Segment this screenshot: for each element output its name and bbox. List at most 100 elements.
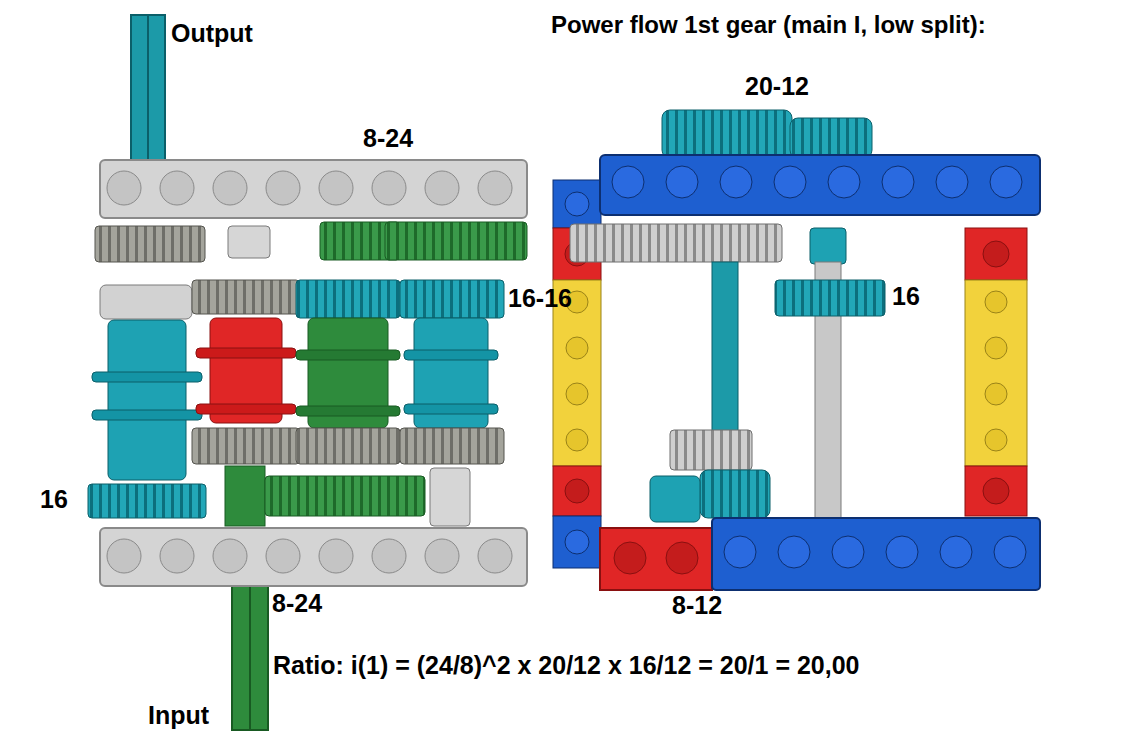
gear <box>775 280 885 316</box>
gear <box>265 476 425 516</box>
clutch-disc <box>404 404 498 414</box>
stud <box>425 171 459 205</box>
beam <box>600 155 1040 215</box>
bushing <box>100 285 192 319</box>
axle-groove <box>147 15 149 165</box>
stud <box>985 429 1007 451</box>
clutch-disc <box>296 406 400 416</box>
stud <box>478 171 512 205</box>
bushing <box>810 228 846 264</box>
stud <box>994 536 1026 568</box>
stud <box>983 478 1009 504</box>
stud <box>372 539 406 573</box>
bushing <box>430 468 470 526</box>
stud <box>107 171 141 205</box>
stud <box>160 171 194 205</box>
brick <box>553 516 601 568</box>
input-axle <box>232 580 268 730</box>
gear <box>385 222 527 260</box>
stud <box>886 536 918 568</box>
gear <box>700 470 770 518</box>
clutch-disc <box>196 348 296 358</box>
stud <box>985 383 1007 405</box>
stud <box>213 539 247 573</box>
stud <box>985 291 1007 313</box>
stud <box>985 337 1007 359</box>
gear <box>662 110 792 158</box>
ratio-formula: Ratio: i(1) = (24/8)^2 x 20/12 x 16/12 =… <box>273 652 860 680</box>
gear-ratio-label: 8-24 <box>272 590 322 618</box>
gear <box>790 118 872 158</box>
brick <box>600 528 712 590</box>
beam <box>965 280 1027 466</box>
bushing <box>228 226 270 258</box>
gear <box>192 428 300 464</box>
shaft-label: Output <box>171 20 253 48</box>
stud <box>425 539 459 573</box>
stud <box>828 166 860 198</box>
gear <box>88 484 206 518</box>
stud <box>724 536 756 568</box>
stud <box>566 337 588 359</box>
gear <box>296 280 400 318</box>
beam <box>100 160 527 218</box>
stud <box>774 166 806 198</box>
gear-ratio-label: 8-24 <box>363 125 413 153</box>
stud <box>478 539 512 573</box>
clutch-cylinder <box>108 320 186 480</box>
stud <box>319 539 353 573</box>
gear <box>296 428 400 464</box>
stud <box>832 536 864 568</box>
clutch-disc <box>92 372 202 382</box>
stud <box>983 241 1009 267</box>
stud <box>213 171 247 205</box>
clutch-disc <box>296 350 400 360</box>
gear <box>95 226 205 262</box>
gear-ratio-label: 16-16 <box>508 285 572 313</box>
brick <box>965 228 1027 280</box>
brick <box>965 466 1027 516</box>
stud <box>565 530 589 554</box>
stud <box>566 429 588 451</box>
stud <box>990 166 1022 198</box>
stud <box>565 479 589 503</box>
stud <box>372 171 406 205</box>
axle-groove <box>249 580 251 730</box>
gear-ratio-label: 20-12 <box>745 73 809 101</box>
diagram-title: Power flow 1st gear (main I, low split): <box>551 12 986 38</box>
stud <box>107 539 141 573</box>
stud <box>319 171 353 205</box>
stud <box>565 192 589 216</box>
gear-ratio-label: 8-12 <box>672 592 722 620</box>
clutch-disc <box>404 350 498 360</box>
axle <box>225 466 265 526</box>
stud <box>266 171 300 205</box>
brick <box>553 180 601 228</box>
stud <box>566 383 588 405</box>
gear <box>670 430 752 470</box>
stud <box>666 542 698 574</box>
gear <box>400 280 504 318</box>
gear <box>192 280 300 314</box>
gear <box>400 428 504 464</box>
stud <box>666 166 698 198</box>
gear-teeth-label: 16 <box>892 283 920 311</box>
shaft-label: Input <box>148 702 209 730</box>
clutch-disc <box>92 410 202 420</box>
beam <box>712 518 1040 590</box>
output-axle <box>131 15 165 165</box>
gear <box>570 224 782 262</box>
gear <box>650 476 700 522</box>
brick <box>553 466 601 516</box>
stud <box>720 166 752 198</box>
beam <box>100 528 527 586</box>
stud <box>612 166 644 198</box>
stud <box>882 166 914 198</box>
stud <box>778 536 810 568</box>
clutch-disc <box>196 404 296 414</box>
stud <box>936 166 968 198</box>
axle <box>712 262 738 437</box>
stud <box>940 536 972 568</box>
